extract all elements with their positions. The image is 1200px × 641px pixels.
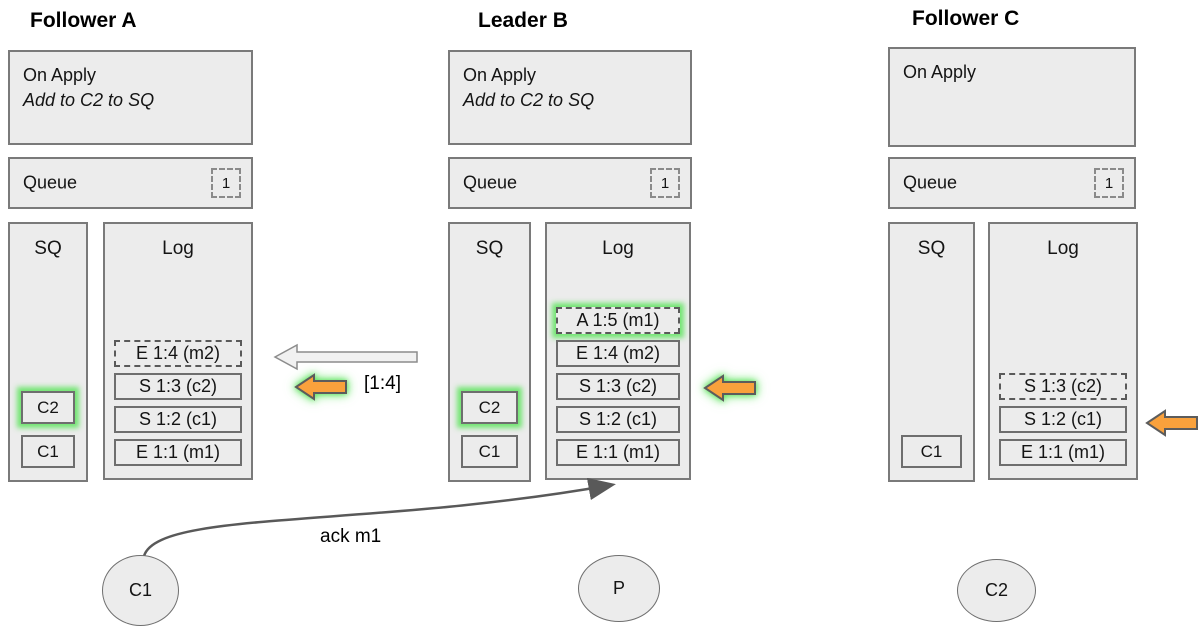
- log-entry: S 1:2 (c1): [999, 406, 1127, 433]
- sq-label: SQ: [475, 238, 504, 259]
- log-entry: S 1:3 (c2): [556, 373, 680, 400]
- sq-label: SQ: [917, 238, 946, 259]
- log-label: Log: [162, 238, 194, 259]
- queue-box-a: Queue 1: [8, 157, 253, 209]
- client-label: C1: [128, 580, 152, 600]
- sq-item: C1: [461, 435, 518, 468]
- log-entry: E 1:1 (m1): [999, 439, 1127, 466]
- client-label: P: [612, 578, 625, 598]
- node-title-leader-b: Leader B: [478, 9, 568, 32]
- log-entry: E 1:4 (m2): [556, 340, 680, 367]
- log-entry: S 1:3 (c2): [114, 373, 242, 400]
- log-entry: A 1:5 (m1): [556, 307, 680, 334]
- on-apply-box-c: On Apply: [888, 47, 1136, 147]
- queue-box-b: Queue 1: [448, 157, 692, 209]
- log-label: Log: [602, 238, 634, 259]
- append-range-label: [1:4]: [364, 373, 401, 394]
- client-circle-c1: C1: [102, 555, 179, 626]
- log-box-c: Log S 1:3 (c2) S 1:2 (c1) E 1:1 (m1): [988, 222, 1138, 480]
- on-apply-box-a: On Apply Add to C2 to SQ: [8, 50, 253, 145]
- append-entries-arrow-icon: [273, 343, 418, 371]
- log-box-b: Log A 1:5 (m1) E 1:4 (m2) S 1:3 (c2) S 1…: [545, 222, 691, 480]
- apply-pointer-arrow-icon: [294, 373, 347, 401]
- sq-label: SQ: [34, 238, 62, 259]
- sq-item: C2: [21, 391, 75, 424]
- queue-label: Queue: [463, 172, 518, 193]
- node-title-follower-a: Follower A: [30, 9, 137, 32]
- on-apply-label: On Apply: [903, 62, 977, 82]
- queue-count-badge: 1: [1094, 168, 1124, 198]
- on-apply-box-b: On Apply Add to C2 to SQ: [448, 50, 692, 145]
- node-title-follower-c: Follower C: [912, 7, 1020, 30]
- sq-item: C1: [901, 435, 962, 468]
- ack-label: ack m1: [320, 526, 382, 547]
- queue-label: Queue: [23, 172, 78, 193]
- on-apply-label: On Apply: [463, 65, 537, 85]
- on-apply-rule: Add to C2 to SQ: [463, 90, 595, 110]
- apply-pointer-arrow-icon: [703, 374, 756, 402]
- on-apply-rule: Add to C2 to SQ: [23, 90, 155, 110]
- queue-label: Queue: [903, 172, 958, 193]
- log-entry: E 1:4 (m2): [114, 340, 242, 367]
- log-entry: S 1:3 (c2): [999, 373, 1127, 400]
- sq-item: C2: [461, 391, 518, 424]
- sq-item: C1: [21, 435, 75, 468]
- sq-box-b: SQ C2 C1: [448, 222, 531, 482]
- log-label: Log: [1047, 238, 1079, 259]
- queue-count-badge: 1: [211, 168, 241, 198]
- queue-count-badge: 1: [650, 168, 680, 198]
- on-apply-label: On Apply: [23, 65, 97, 85]
- apply-pointer-arrow-icon: [1145, 409, 1198, 437]
- sq-box-c: SQ C1: [888, 222, 975, 482]
- sq-box-a: SQ C2 C1: [8, 222, 88, 482]
- log-entry: S 1:2 (c1): [114, 406, 242, 433]
- log-box-a: Log E 1:4 (m2) S 1:3 (c2) S 1:2 (c1) E 1…: [103, 222, 253, 480]
- client-label: C2: [984, 580, 1008, 600]
- log-entry: E 1:1 (m1): [114, 439, 242, 466]
- client-circle-p: P: [578, 555, 660, 622]
- log-entry: E 1:1 (m1): [556, 439, 680, 466]
- client-circle-c2: C2: [957, 559, 1036, 622]
- log-entry: S 1:2 (c1): [556, 406, 680, 433]
- queue-box-c: Queue 1: [888, 157, 1136, 209]
